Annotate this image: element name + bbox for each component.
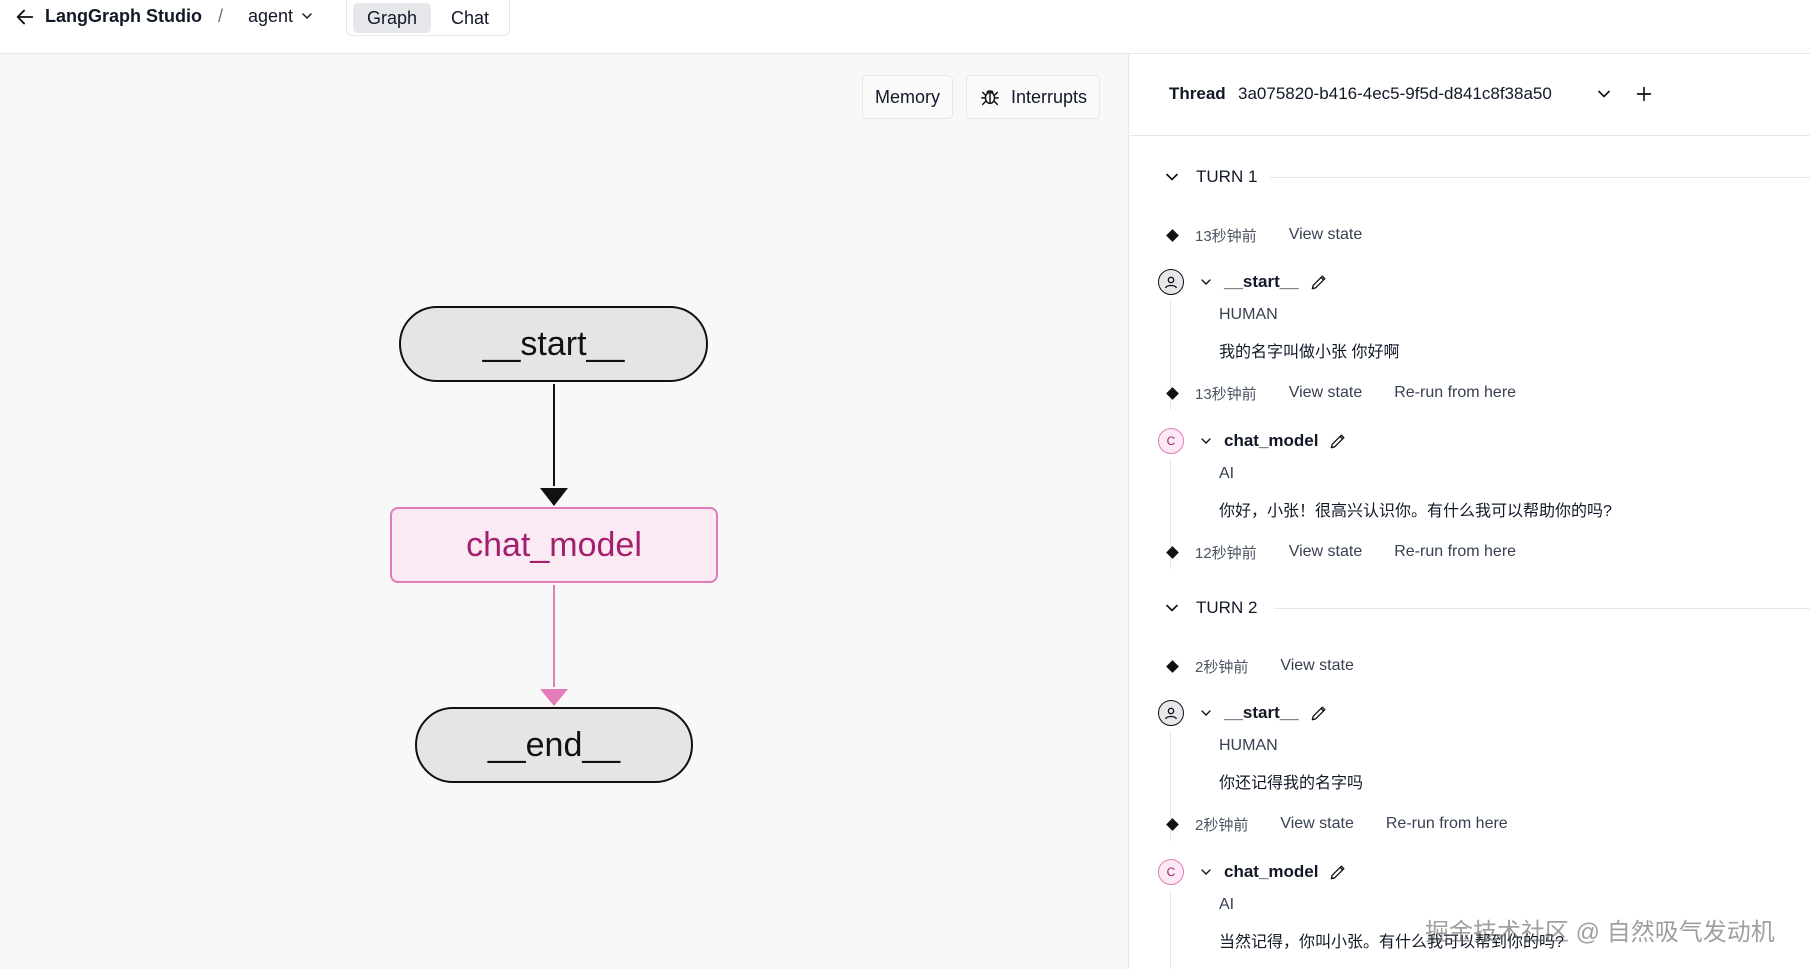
message-thread-line bbox=[1170, 300, 1171, 410]
message-content: 你还记得我的名字吗 bbox=[1219, 775, 1364, 792]
arrowhead-chat-to-end bbox=[540, 689, 568, 706]
checkpoint-time: 13秒钟前 bbox=[1195, 227, 1257, 245]
node-chat-model[interactable]: chat_model bbox=[390, 507, 718, 583]
ai-avatar-icon: C bbox=[1158, 428, 1184, 454]
checkpoint-diamond-icon bbox=[1166, 659, 1179, 673]
turn-header[interactable]: TURN 1 bbox=[1162, 165, 1257, 189]
checkpoint-time: 2秒钟前 bbox=[1195, 658, 1249, 676]
chevron-down-icon[interactable] bbox=[1162, 598, 1182, 618]
turn-divider bbox=[1274, 608, 1810, 609]
chevron-down-icon[interactable] bbox=[1198, 433, 1214, 449]
ai-avatar-icon: C bbox=[1158, 859, 1184, 885]
message-node-name: __start__ bbox=[1224, 272, 1299, 291]
message-header: C chat_model bbox=[1158, 858, 1348, 886]
checkpoint: 12秒钟前 View state Re-run from here bbox=[1166, 540, 1517, 564]
view-state-link[interactable]: View state bbox=[1280, 657, 1354, 674]
tab-graph[interactable]: Graph bbox=[353, 2, 432, 33]
message-role: HUMAN bbox=[1219, 737, 1278, 754]
thread-id[interactable]: 3a075820-b416-4ec5-9f5d-d841c8f38a50 bbox=[1238, 84, 1552, 103]
checkpoint-diamond-icon bbox=[1166, 228, 1179, 242]
top-bar: LangGraph Studio / agent Graph Chat bbox=[0, 0, 1810, 54]
pencil-icon[interactable] bbox=[1328, 862, 1348, 882]
human-avatar-icon bbox=[1158, 269, 1184, 295]
agent-label: agent bbox=[248, 6, 294, 26]
message-thread-line bbox=[1170, 731, 1171, 841]
view-state-link[interactable]: View state bbox=[1288, 226, 1363, 243]
thread-label: Thread bbox=[1169, 84, 1226, 103]
checkpoint: 13秒钟前 View state Re-run from here bbox=[1166, 381, 1517, 405]
message-header: __start__ bbox=[1158, 268, 1329, 296]
agent-selector[interactable]: agent bbox=[248, 5, 315, 27]
message-content: 你好，小张！很高兴认识你。有什么我可以帮助你的吗? bbox=[1219, 503, 1612, 520]
turn-header[interactable]: TURN 2 bbox=[1162, 596, 1257, 620]
checkpoint: 2秒钟前 View state Re-run from here bbox=[1166, 812, 1508, 836]
rerun-link[interactable]: Re-run from here bbox=[1385, 815, 1508, 832]
message-node-name: chat_model bbox=[1224, 862, 1319, 881]
watermark: 掘金技术社区 @ 自然吸气发动机 bbox=[1425, 919, 1775, 946]
node-end[interactable]: __end__ bbox=[415, 707, 693, 783]
memory-button[interactable]: Memory bbox=[862, 75, 954, 119]
plus-icon[interactable] bbox=[1633, 83, 1655, 105]
pencil-icon[interactable] bbox=[1309, 272, 1329, 292]
turn-label: TURN 2 bbox=[1196, 598, 1258, 617]
checkpoint-time: 13秒钟前 bbox=[1195, 385, 1257, 403]
message-role: HUMAN bbox=[1219, 306, 1278, 323]
bug-icon bbox=[981, 90, 999, 106]
interrupts-button-label: Interrupts bbox=[1011, 86, 1088, 107]
chevron-down-icon[interactable] bbox=[1162, 167, 1182, 187]
interrupts-button[interactable]: Interrupts bbox=[966, 75, 1101, 119]
graph-canvas[interactable]: Memory Interrupts __start__ chat_model _… bbox=[0, 54, 1129, 969]
view-state-link[interactable]: View state bbox=[1288, 384, 1363, 401]
turn-divider bbox=[1270, 177, 1810, 178]
chevron-down-icon[interactable] bbox=[1198, 705, 1214, 721]
chevron-down-icon[interactable] bbox=[1594, 84, 1614, 104]
message-thread-line bbox=[1170, 459, 1171, 569]
message-node-name: __start__ bbox=[1224, 703, 1299, 722]
memory-button-label: Memory bbox=[875, 86, 941, 107]
message-content: 我的名字叫做小张 你好啊 bbox=[1219, 344, 1400, 361]
checkpoint: 13秒钟前 View state bbox=[1166, 223, 1363, 247]
message-role: AI bbox=[1219, 465, 1235, 482]
app-title: LangGraph Studio bbox=[45, 6, 202, 26]
checkpoint-time: 12秒钟前 bbox=[1195, 544, 1257, 562]
view-state-link[interactable]: View state bbox=[1288, 543, 1363, 560]
view-tabs: Graph Chat bbox=[346, 0, 511, 36]
rerun-link[interactable]: Re-run from here bbox=[1394, 384, 1517, 401]
chevron-down-icon bbox=[302, 13, 312, 19]
checkpoint: 2秒钟前 View state bbox=[1166, 654, 1354, 678]
message-header: C chat_model bbox=[1158, 427, 1348, 455]
arrowhead-start-to-chat bbox=[540, 488, 568, 506]
tab-chat[interactable]: Chat bbox=[451, 7, 490, 28]
thread-panel: Thread 3a075820-b416-4ec5-9f5d-d841c8f38… bbox=[1130, 54, 1810, 969]
message-thread-line bbox=[1170, 890, 1171, 969]
checkpoint-time: 2秒钟前 bbox=[1195, 816, 1249, 834]
back-arrow-icon[interactable] bbox=[14, 6, 36, 28]
view-state-link[interactable]: View state bbox=[1280, 815, 1354, 832]
turn-label: TURN 1 bbox=[1196, 167, 1258, 186]
message-role: AI bbox=[1219, 896, 1235, 913]
checkpoint-diamond-icon bbox=[1166, 386, 1179, 400]
graph-edges bbox=[540, 384, 568, 706]
breadcrumb-separator: / bbox=[218, 6, 224, 26]
pencil-icon[interactable] bbox=[1328, 431, 1348, 451]
message-content: 当然记得，你叫小张。有什么我可以帮到你的吗? bbox=[1219, 934, 1564, 951]
pencil-icon[interactable] bbox=[1309, 703, 1329, 723]
message-header: __start__ bbox=[1158, 699, 1329, 727]
message-node-name: chat_model bbox=[1224, 431, 1319, 450]
human-avatar-icon bbox=[1158, 700, 1184, 726]
node-start[interactable]: __start__ bbox=[399, 306, 708, 382]
checkpoint-diamond-icon bbox=[1166, 545, 1179, 559]
chevron-down-icon[interactable] bbox=[1198, 864, 1214, 880]
rerun-link[interactable]: Re-run from here bbox=[1394, 543, 1517, 560]
checkpoint-diamond-icon bbox=[1166, 817, 1179, 831]
thread-header: Thread 3a075820-b416-4ec5-9f5d-d841c8f38… bbox=[1130, 54, 1810, 136]
chevron-down-icon[interactable] bbox=[1198, 274, 1214, 290]
